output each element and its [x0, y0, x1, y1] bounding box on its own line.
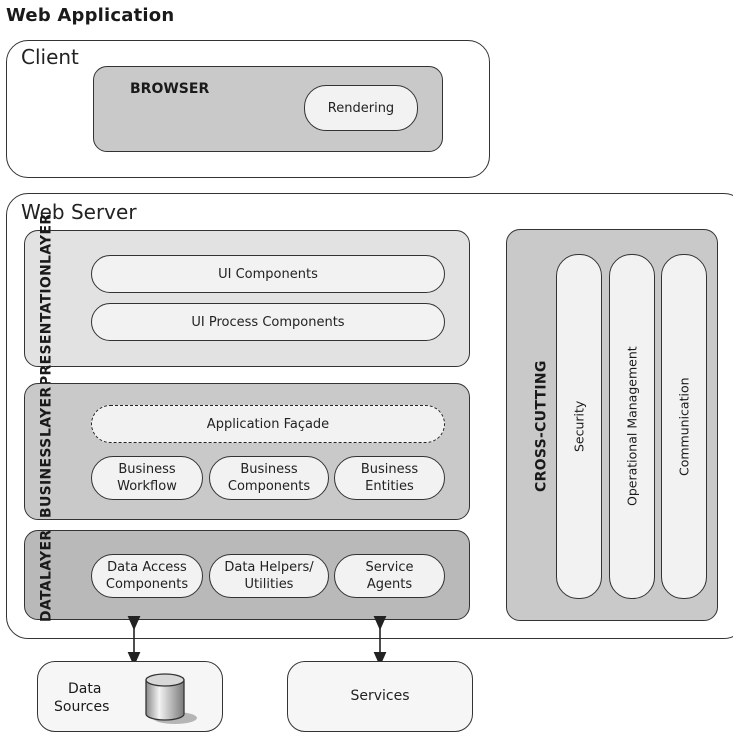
business-workflow-line1: Business	[118, 462, 176, 477]
data-sources-line1: Data	[68, 681, 102, 697]
client-label: Client	[21, 45, 79, 69]
service-agents-line1: Service	[365, 560, 414, 575]
database-icon	[145, 673, 197, 724]
browser-box: BROWSER Rendering	[93, 66, 443, 152]
business-components-pill: Business Components	[209, 456, 329, 500]
service-agents-label: Service Agents	[365, 559, 413, 593]
business-components-line1: Business	[240, 462, 298, 477]
data-sources-box: Data Sources	[37, 661, 223, 732]
rendering-label: Rendering	[327, 100, 395, 116]
data-helpers-utilities-pill: Data Helpers/ Utilities	[209, 554, 329, 598]
diagram-title: Web Application	[6, 5, 175, 26]
client-region: Client BROWSER Rendering	[6, 40, 490, 178]
business-entities-pill: Business Entities	[334, 456, 445, 500]
business-workflow-label: Business Workflow	[117, 461, 177, 495]
business-components-label: Business Components	[228, 461, 310, 495]
services-label: Services	[350, 688, 410, 704]
business-entities-label: Business Entities	[361, 461, 418, 495]
business-workflow-pill: Business Workflow	[91, 456, 203, 500]
data-access-line1: Data Access	[107, 560, 187, 575]
data-sources-line2: Sources	[54, 699, 110, 715]
data-access-components-label: Data Access Components	[106, 559, 188, 593]
data-helpers-utilities-label: Data Helpers/ Utilities	[224, 559, 313, 593]
business-entities-line2: Entities	[365, 479, 414, 494]
data-access-components-pill: Data Access Components	[91, 554, 203, 598]
business-workflow-line2: Workflow	[117, 479, 177, 494]
data-access-line2: Components	[105, 577, 189, 592]
data-helpers-line2: Utilities	[244, 577, 294, 592]
ui-components-label: UI Components	[218, 266, 318, 282]
service-agents-line2: Agents	[366, 577, 413, 592]
application-facade-pill: Application Façade	[91, 405, 445, 443]
application-facade-label: Application Façade	[206, 416, 330, 432]
data-sources-label: Data Sources	[54, 680, 109, 716]
services-box: Services	[287, 661, 473, 732]
business-entities-line1: Business	[360, 462, 419, 477]
rendering-pill: Rendering	[304, 85, 418, 131]
service-agents-pill: Service Agents	[334, 554, 445, 598]
business-components-line2: Components	[227, 479, 311, 494]
browser-label: BROWSER	[130, 81, 210, 97]
data-layer: DATA LAYER Data Access Components Data H…	[24, 530, 470, 622]
business-layer: BUSINESS LAYER Application Façade Busine…	[24, 383, 470, 520]
presentation-layer: PRESENTATION LAYER UI Components UI Proc…	[24, 213, 470, 386]
web-server-label: Web Server	[21, 200, 137, 224]
cross-cutting-box: CROSS-CUTTING Security Operational Manag…	[506, 229, 718, 621]
ui-components-pill: UI Components	[91, 255, 445, 293]
data-helpers-line1: Data Helpers/	[224, 560, 314, 575]
ui-process-components-pill: UI Process Components	[91, 303, 445, 341]
ui-process-components-label: UI Process Components	[191, 314, 345, 330]
